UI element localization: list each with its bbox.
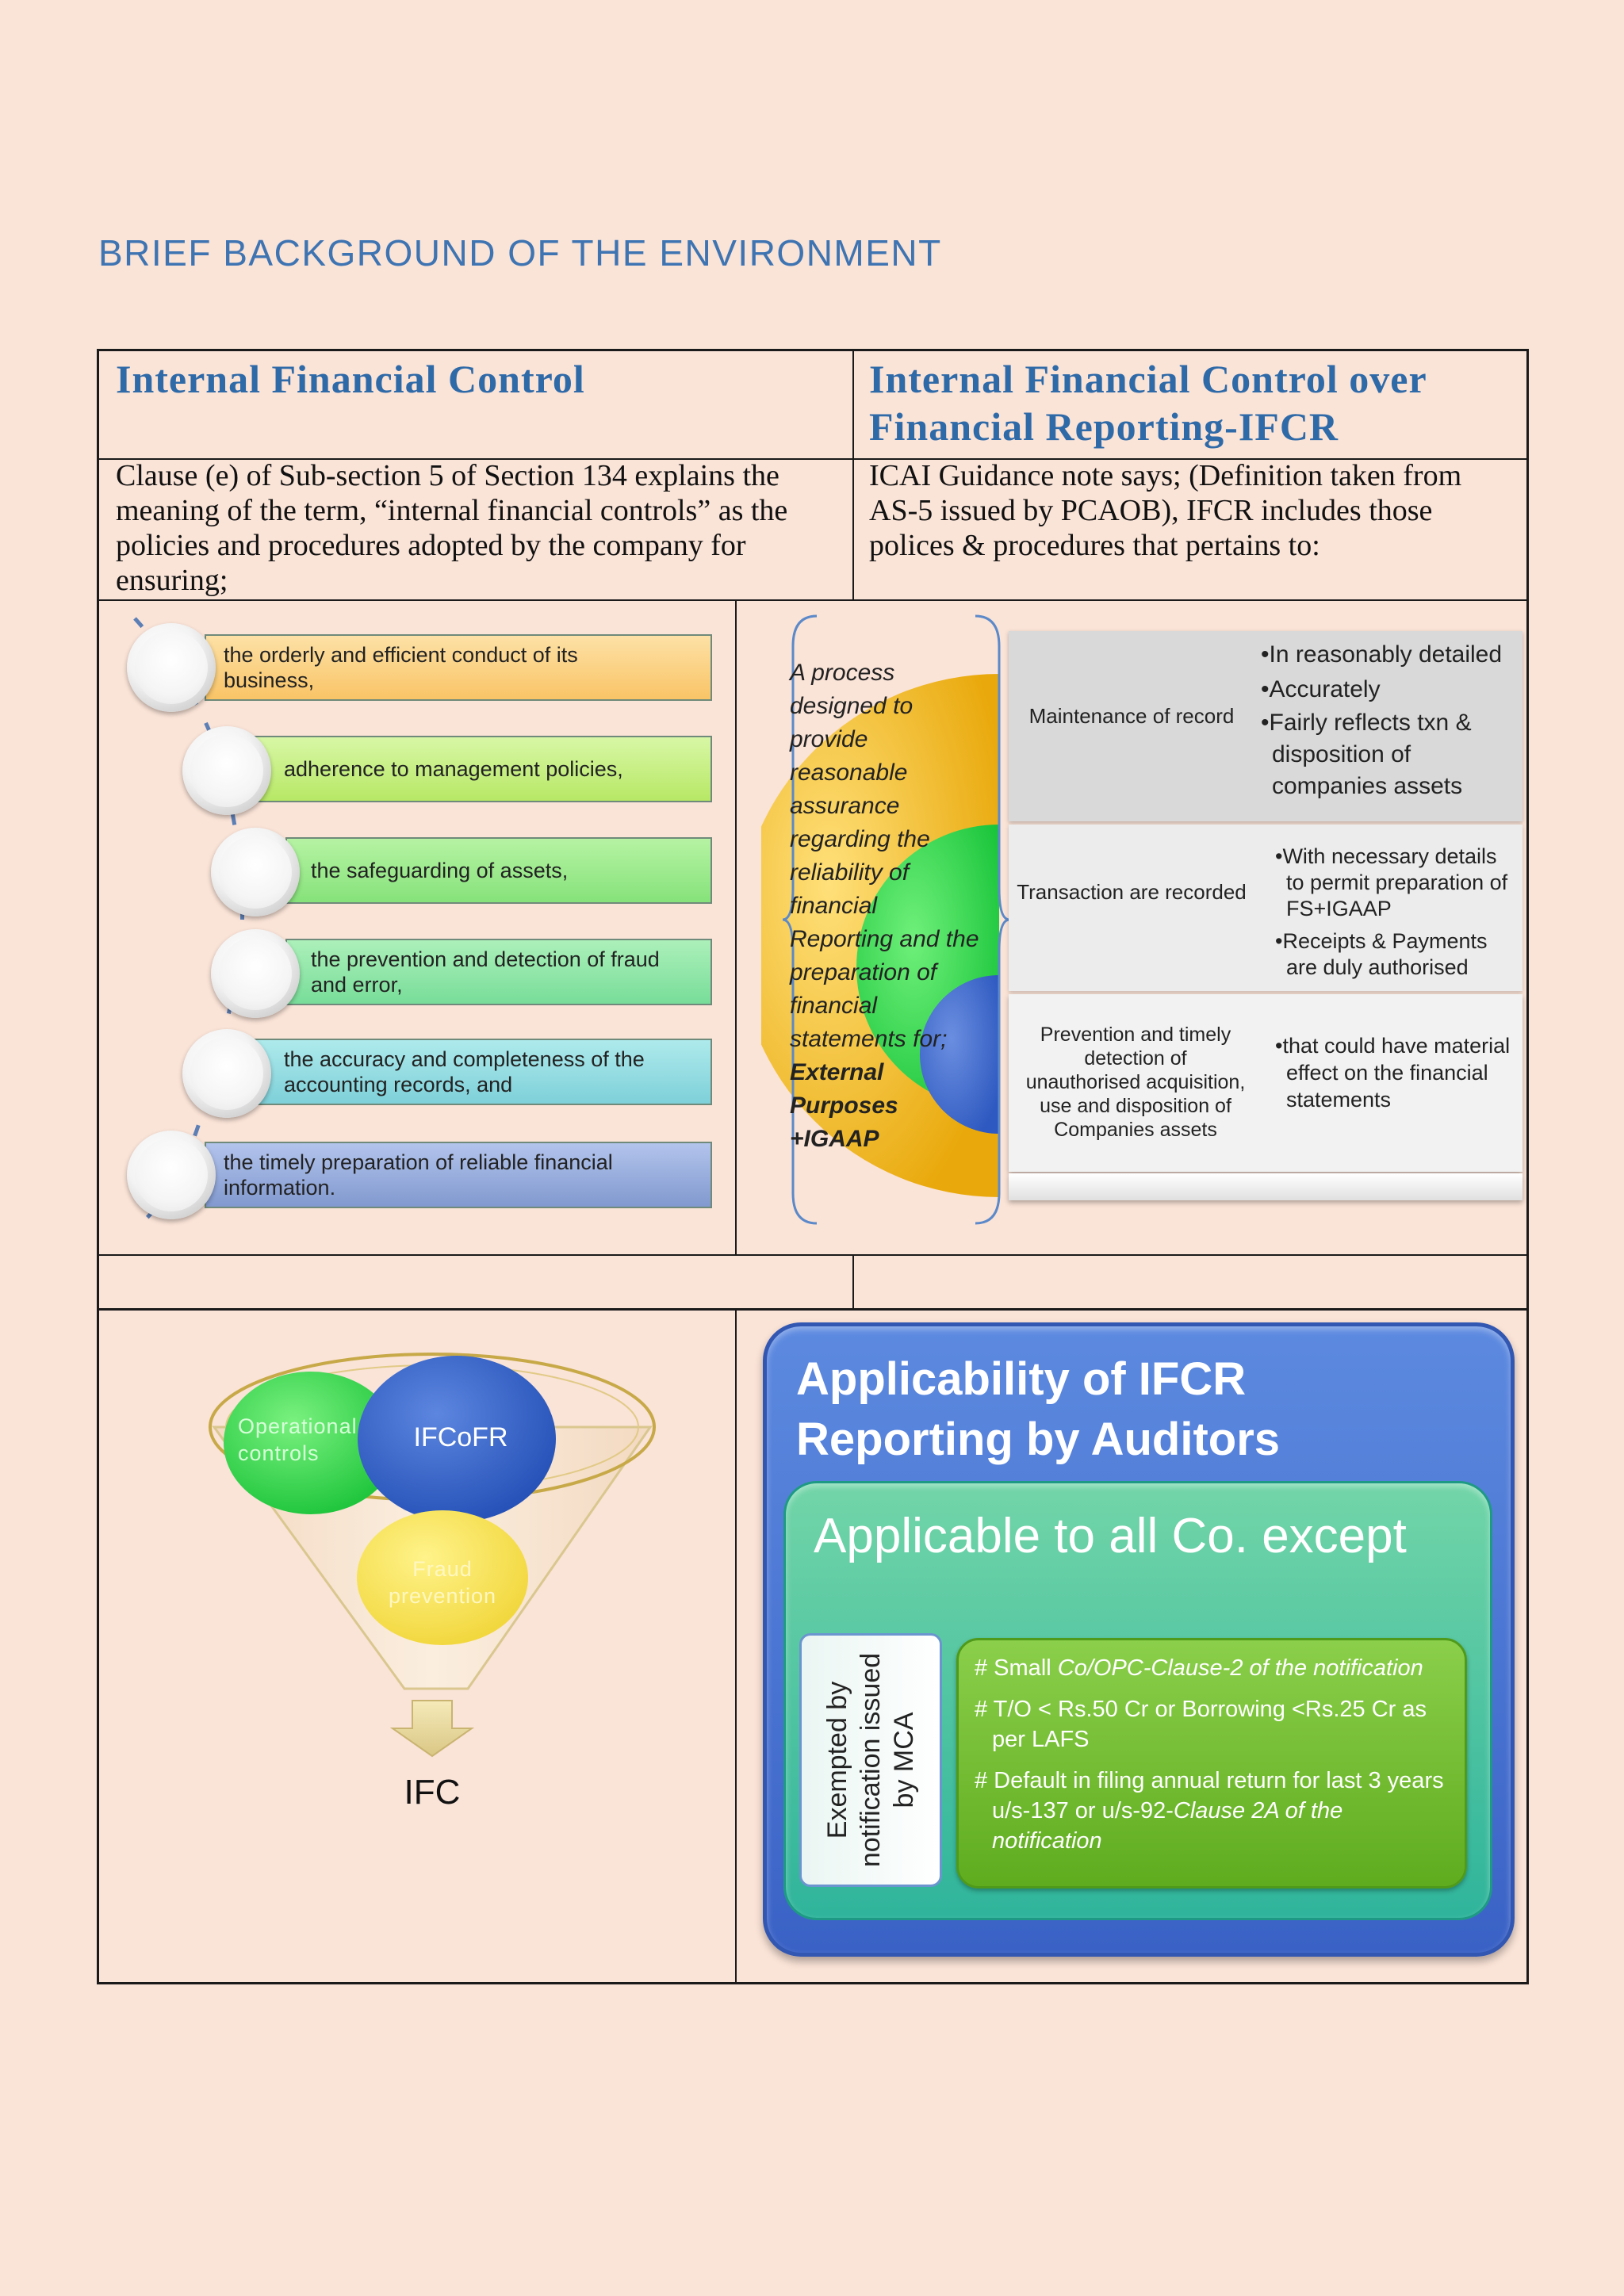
table-col-divider-empty — [852, 1254, 854, 1310]
list-bullet-icon — [211, 828, 300, 916]
fraud-prevention-label: Fraud prevention — [388, 1557, 497, 1608]
criteria-row: Maintenance of record •In reasonably det… — [1009, 631, 1522, 821]
table-col-divider-top — [852, 349, 854, 601]
criteria-bullet-text: that could have material effect on the f… — [1282, 1034, 1511, 1112]
table-col-divider-bottom — [735, 1308, 737, 1984]
right-column-description: ICAI Guidance note says; (Definition tak… — [869, 459, 1462, 562]
criteria-label: Maintenance of record — [1028, 704, 1235, 728]
criteria-bullet: •Receipts & Payments are duly authorised — [1275, 929, 1488, 979]
list-bullet-icon — [127, 1131, 216, 1219]
criteria-bullet-text: In reasonably detailed — [1269, 641, 1503, 668]
exempted-list-item-italic: Co/OPC-Clause-2 of the notification — [1057, 1655, 1423, 1681]
criteria-bullet-text: Fairly reflects txn & disposition of com… — [1269, 710, 1472, 799]
table-header-divider — [97, 458, 1529, 460]
list-bullet-icon — [182, 726, 271, 815]
left-column-header: Internal Financial Control — [116, 357, 585, 401]
list-item: the orderly and efficient conduct of its… — [205, 634, 712, 701]
criteria-bullet: •Fairly reflects txn & disposition of co… — [1261, 710, 1472, 799]
exempted-list: # Small Co/OPC-Clause-2 of the notificat… — [975, 1653, 1458, 1856]
process-description-text: A process designed to provide reasonable… — [790, 660, 979, 1052]
list-bullet-icon — [211, 929, 300, 1018]
criteria-bullet: •With necessary details to permit prepar… — [1275, 844, 1508, 920]
list-item: the safeguarding of assets, — [285, 837, 712, 904]
criteria-shadow-base — [1009, 1173, 1522, 1200]
applicability-title: Applicability of IFCR Reporting by Audit… — [796, 1353, 1281, 1465]
table-col-divider-mid — [735, 599, 737, 1256]
criteria-bullets: •that could have material effect on the … — [1275, 1032, 1513, 1113]
exempted-list-item: # Small Co/OPC-Clause-2 of the notificat… — [975, 1653, 1458, 1683]
exempted-label: Exempted by notification issued by MCA — [822, 1652, 919, 1868]
criteria-row: Transaction are recorded •With necessary… — [1009, 825, 1522, 991]
table-row-divider-3 — [97, 1308, 1529, 1311]
ifcofr-label: IFCoFR — [413, 1422, 508, 1452]
table-right-border — [1526, 349, 1529, 1984]
ifc-result-label: IFC — [404, 1773, 461, 1812]
exempted-list-item: # Default in filing annual return for la… — [975, 1766, 1458, 1856]
operational-controls-label: Operational controls — [238, 1414, 358, 1465]
criteria-bullet: •Accurately — [1261, 676, 1381, 702]
list-item: adherence to management policies, — [254, 736, 712, 802]
funnel-graphic — [209, 1353, 656, 1758]
list-item-label: adherence to management policies, — [284, 757, 623, 781]
table-top-border — [97, 349, 1529, 351]
applicability-subtitle: Applicable to all Co. except — [814, 1509, 1407, 1563]
exempted-list-item: # T/O < Rs.50 Cr or Borrowing <Rs.25 Cr … — [975, 1694, 1458, 1755]
exempted-list-item-text: # T/O < Rs.50 Cr or Borrowing <Rs.25 Cr … — [975, 1697, 1427, 1752]
exempted-list-item-text: # Default in filing annual return for la… — [975, 1768, 1444, 1823]
list-bullet-icon — [182, 1029, 271, 1118]
concentric-circles-graphic — [761, 674, 999, 1197]
process-description: A process designed to provide reasonable… — [790, 656, 980, 1156]
right-column-header: Internal Financial Control over Financia… — [869, 357, 1427, 449]
page-heading: BRIEF BACKGROUND OF THE ENVIRONMENT — [98, 232, 942, 274]
list-connector-arc — [133, 617, 245, 1230]
list-item: the accuracy and completeness of the acc… — [254, 1039, 712, 1105]
process-description-bold: External Purposes +IGAAP — [790, 1059, 898, 1152]
exempted-list-box: # Small Co/OPC-Clause-2 of the notificat… — [956, 1638, 1467, 1888]
criteria-row: Prevention and timely detection of unaut… — [1009, 994, 1522, 1172]
criteria-bullets: •With necessary details to permit prepar… — [1275, 844, 1513, 981]
list-item-label: the prevention and detection of fraud an… — [311, 947, 660, 997]
exempted-list-item-italic: Clause 2A of the notification — [992, 1798, 1343, 1854]
table-row-divider-1 — [97, 599, 1529, 601]
criteria-bullet: •that could have material effect on the … — [1275, 1034, 1511, 1112]
table-row-divider-2 — [97, 1254, 1529, 1256]
table-bottom-border — [97, 1982, 1529, 1984]
criteria-bullets: •In reasonably detailed •Accurately •Fai… — [1261, 637, 1522, 802]
list-item-label: the accuracy and completeness of the acc… — [284, 1047, 645, 1096]
left-column-description: Clause (e) of Sub-section 5 of Section 1… — [116, 459, 788, 597]
list-item: the prevention and detection of fraud an… — [285, 939, 712, 1005]
list-bullet-icon — [127, 623, 216, 712]
list-item-label: the timely preparation of reliable finan… — [224, 1150, 613, 1200]
exempted-box: Exempted by notification issued by MCA — [799, 1633, 942, 1887]
criteria-bullet-text: Receipts & Payments are duly authorised — [1282, 929, 1488, 979]
criteria-bullet-text: With necessary details to permit prepara… — [1282, 844, 1508, 920]
criteria-bullet: •In reasonably detailed — [1261, 641, 1503, 668]
criteria-bullet-text: Accurately — [1269, 676, 1381, 702]
left-brace-icon — [782, 614, 818, 1225]
criteria-label: Prevention and timely detection of unaut… — [1025, 1024, 1246, 1141]
list-item-label: the orderly and efficient conduct of its… — [224, 643, 578, 692]
criteria-label: Transaction are recorded — [1017, 880, 1247, 904]
list-item: the timely preparation of reliable finan… — [205, 1142, 712, 1208]
exempted-list-item-text: # Small — [975, 1655, 1058, 1681]
list-item-label: the safeguarding of assets, — [311, 859, 569, 882]
table-left-border — [97, 349, 99, 1984]
